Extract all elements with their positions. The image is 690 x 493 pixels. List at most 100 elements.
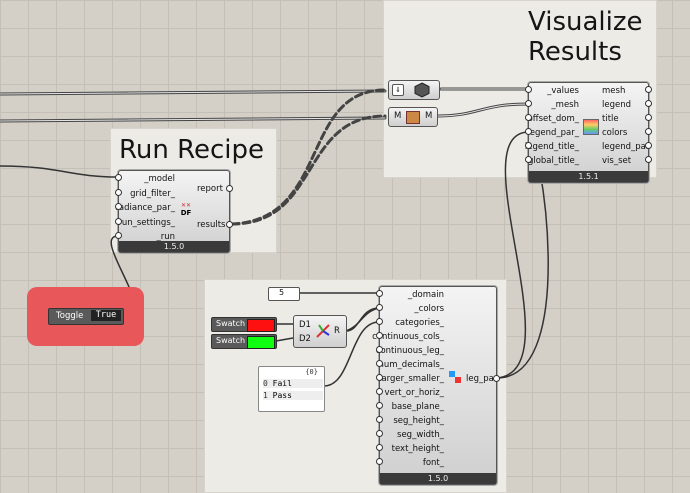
- input-seg-height[interactable]: seg_height_: [393, 416, 444, 426]
- output-vis-set[interactable]: vis_set: [602, 156, 632, 166]
- visualize-results-version: 1.5.1: [529, 171, 648, 182]
- port-dot[interactable]: [115, 218, 122, 225]
- port-dot[interactable]: [525, 100, 532, 107]
- output-mesh[interactable]: mesh: [602, 86, 626, 96]
- port-dot[interactable]: [645, 156, 652, 163]
- run-recipe-component[interactable]: _model grid_filter_ radiance_par_ run_se…: [115, 170, 230, 253]
- input-offset-dom[interactable]: offset_dom_: [527, 114, 579, 124]
- port-dot[interactable]: [525, 156, 532, 163]
- input-continuous-cols[interactable]: continuous_cols_: [372, 332, 444, 342]
- output-results[interactable]: results: [197, 220, 226, 230]
- port-dot[interactable]: [376, 458, 383, 465]
- merge-icon: [406, 111, 420, 124]
- port-dot[interactable]: [493, 375, 500, 382]
- port-dot[interactable]: [376, 444, 383, 451]
- output-title[interactable]: title: [602, 114, 619, 124]
- port-dot[interactable]: [376, 346, 383, 353]
- gradient-output-r[interactable]: R: [334, 326, 340, 336]
- input-num-decimals[interactable]: num_decimals_: [378, 360, 445, 370]
- merge-output-label[interactable]: M: [425, 111, 433, 121]
- port-dot[interactable]: [376, 290, 383, 297]
- swatch-green[interactable]: Swatch: [211, 334, 277, 349]
- dragonfly-icon: ✕✕ DF: [180, 202, 192, 217]
- port-dot[interactable]: [115, 189, 122, 196]
- port-dot[interactable]: [226, 221, 233, 228]
- port-dot[interactable]: [115, 203, 122, 210]
- input-legend-title[interactable]: legend_title_: [524, 142, 579, 152]
- input-legend-par[interactable]: legend_par_: [527, 128, 579, 138]
- swatch-red[interactable]: Swatch: [211, 317, 277, 332]
- output-colors[interactable]: colors: [602, 128, 628, 138]
- output-report[interactable]: report: [197, 184, 223, 194]
- arrow-down-icon: ⇓: [392, 84, 404, 96]
- input-colors[interactable]: _colors: [414, 304, 444, 314]
- port-dot[interactable]: [645, 142, 652, 149]
- input-grid-filter[interactable]: grid_filter_: [130, 189, 175, 199]
- port-dot[interactable]: [645, 114, 652, 121]
- input-larger-smaller[interactable]: larger_smaller_: [379, 374, 444, 384]
- list-header: {0}: [305, 368, 318, 376]
- port-dot[interactable]: [645, 86, 652, 93]
- swatch-green-color[interactable]: [247, 336, 275, 349]
- gradient-component[interactable]: D1 D2 R: [293, 315, 347, 348]
- run-recipe-group-title: Run Recipe: [119, 135, 265, 165]
- input-text-height[interactable]: text_height_: [391, 444, 444, 454]
- wire-results: [230, 114, 387, 226]
- port-dot[interactable]: [376, 374, 383, 381]
- input-radiance-par[interactable]: radiance_par_: [115, 203, 175, 213]
- merge-component[interactable]: M M: [388, 107, 438, 127]
- legend-parameters-component[interactable]: _domain _colors categories_ continuous_c…: [372, 286, 498, 485]
- gradient-input-d2[interactable]: D2: [299, 334, 311, 344]
- port-dot[interactable]: [376, 332, 383, 339]
- toggle-label: Toggle: [56, 311, 84, 321]
- merge-input-label[interactable]: M: [394, 111, 402, 121]
- port-dot[interactable]: [525, 114, 532, 121]
- port-dot[interactable]: [645, 128, 652, 135]
- input-values[interactable]: _values: [547, 86, 579, 96]
- toggle-value[interactable]: True: [91, 310, 121, 321]
- input-model[interactable]: _model: [144, 174, 175, 184]
- output-leg-par[interactable]: leg_par: [466, 374, 498, 384]
- input-seg-width[interactable]: seg_width_: [397, 430, 444, 440]
- port-dot[interactable]: [226, 185, 233, 192]
- port-dot[interactable]: [115, 174, 122, 181]
- number-panel[interactable]: 5: [268, 287, 300, 301]
- port-dot[interactable]: [376, 402, 383, 409]
- gradient-input-d1[interactable]: D1: [299, 320, 311, 330]
- list-panel[interactable]: {0} 0 Fail 1 Pass: [258, 366, 325, 412]
- port-dot[interactable]: [525, 128, 532, 135]
- visualize-group-title-2: Results: [528, 37, 622, 67]
- toggle-component[interactable]: Toggle True: [48, 308, 124, 325]
- number-value[interactable]: 5: [279, 288, 285, 297]
- port-dot[interactable]: [376, 388, 383, 395]
- port-dot[interactable]: [376, 416, 383, 423]
- visualize-results-component[interactable]: _values _mesh offset_dom_ legend_par_ le…: [524, 82, 650, 183]
- port-dot[interactable]: [376, 430, 383, 437]
- swatch-green-label: Swatch: [216, 336, 246, 345]
- input-domain[interactable]: _domain: [407, 290, 444, 300]
- port-dot[interactable]: [525, 142, 532, 149]
- output-legend[interactable]: legend: [602, 100, 631, 110]
- input-global-title[interactable]: global_title_: [527, 156, 579, 166]
- input-run-settings[interactable]: run_settings_: [118, 218, 175, 228]
- port-dot[interactable]: [376, 360, 383, 367]
- port-dot[interactable]: [376, 318, 383, 325]
- port-dot[interactable]: [645, 100, 652, 107]
- input-mesh[interactable]: _mesh: [551, 100, 579, 110]
- input-vert-or-horiz[interactable]: vert_or_horiz_: [384, 388, 444, 398]
- input-categories[interactable]: categories_: [395, 318, 444, 328]
- port-dot[interactable]: [115, 232, 122, 239]
- swatch-red-color[interactable]: [247, 319, 275, 332]
- gradient-icon: [316, 324, 330, 338]
- input-base-plane[interactable]: base_plane_: [391, 402, 444, 412]
- input-run[interactable]: _run: [156, 232, 175, 242]
- input-continuous-leg[interactable]: continuous_leg_: [375, 346, 444, 356]
- input-font[interactable]: font_: [422, 458, 444, 468]
- geometry-param-component[interactable]: ⇓: [388, 80, 440, 100]
- port-dot[interactable]: [525, 86, 532, 93]
- output-legend-par[interactable]: legend_par: [602, 142, 650, 152]
- port-dot[interactable]: [376, 304, 383, 311]
- list-item: 0 Fail: [263, 379, 323, 388]
- wire-results-to-geo: [230, 88, 387, 226]
